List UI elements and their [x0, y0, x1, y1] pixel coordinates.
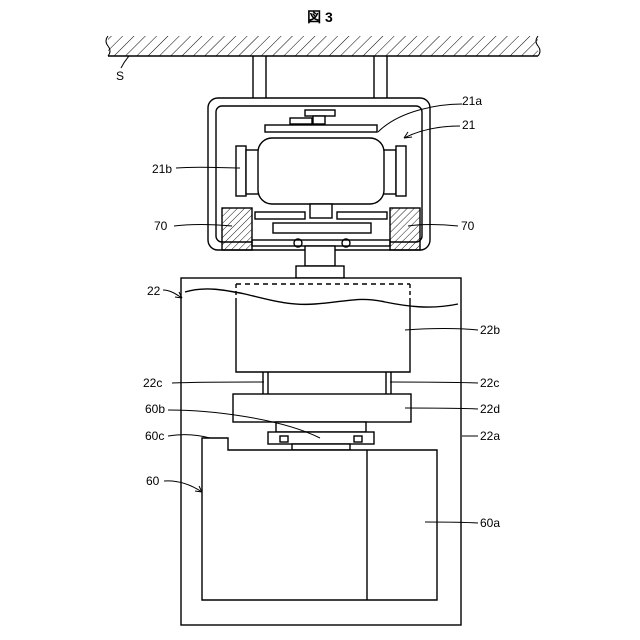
label-weight-left: 70: [154, 219, 168, 233]
label-frame: 22a: [480, 429, 500, 443]
leader-ceiling: [121, 56, 129, 68]
motor-body: [236, 138, 406, 204]
shaft: [296, 246, 344, 278]
plate: [233, 394, 411, 422]
label-ceiling: S: [116, 69, 124, 83]
label-container-part: 60a: [480, 516, 500, 530]
label-connector: 60b: [145, 402, 165, 416]
label-container: 60: [146, 474, 160, 488]
figure-title: 図 3: [307, 9, 333, 25]
label-housing-upper: 22b: [480, 323, 500, 337]
leader-housing: [163, 290, 182, 298]
label-housing: 22: [147, 284, 161, 298]
label-motor-body: 21b: [152, 162, 172, 176]
label-motor-assembly: 21: [462, 118, 476, 132]
label-weight-right: 70: [461, 219, 475, 233]
label-notch: 60c: [145, 429, 164, 443]
hanger-rods: [253, 56, 387, 98]
ceiling: [106, 36, 540, 56]
weight-left: [222, 208, 252, 250]
label-support-right: 22c: [480, 376, 499, 390]
label-support-left: 22c: [143, 376, 162, 390]
label-plate: 22d: [480, 402, 500, 416]
weight-right: [390, 208, 420, 250]
label-motor-shaft-part: 21a: [462, 94, 482, 108]
container: [202, 438, 437, 600]
